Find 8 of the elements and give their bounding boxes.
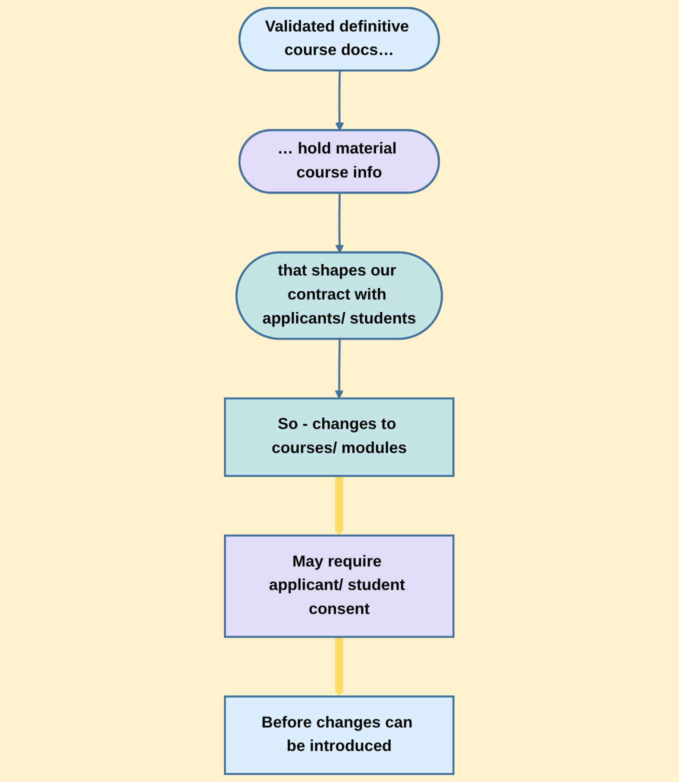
arrow xyxy=(335,476,344,536)
arrow xyxy=(335,193,344,254)
node-box: May require applicant/ student consent xyxy=(224,534,455,638)
node-box: Before changes can be introduced xyxy=(224,696,455,776)
arrow xyxy=(335,339,344,399)
arrow xyxy=(335,71,344,132)
node-box: So - changes to courses/ modules xyxy=(224,397,455,477)
arrow xyxy=(335,636,344,697)
